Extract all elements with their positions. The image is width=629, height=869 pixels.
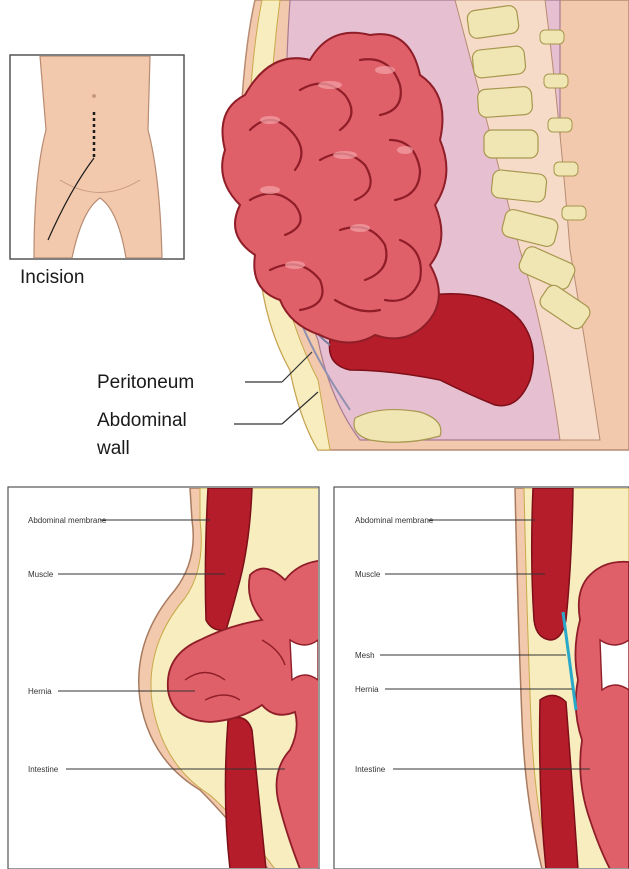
cross-section <box>222 0 629 450</box>
intestine-mass <box>222 33 446 343</box>
abdominal-wall-label: Abdominal <box>97 410 187 431</box>
label-mesh-right: Mesh <box>355 651 375 660</box>
peritoneum-label: Peritoneum <box>97 372 194 393</box>
label-hernia-right: Hernia <box>355 685 379 694</box>
panel-mesh-repair: Abdominal membrane Muscle Mesh Hernia In… <box>334 487 629 869</box>
label-muscle-right: Muscle <box>355 570 381 579</box>
abdominal-wall-label-line2: wall <box>96 438 130 459</box>
label-abdominal-membrane-left: Abdominal membrane <box>28 516 107 525</box>
incision-inset <box>10 55 184 259</box>
pubic-bone <box>354 410 441 443</box>
label-muscle-left: Muscle <box>28 570 54 579</box>
label-intestine-right: Intestine <box>355 765 386 774</box>
label-abdominal-membrane-right: Abdominal membrane <box>355 516 434 525</box>
panel-hernia: Abdominal membrane Muscle Hernia Intesti… <box>8 487 330 869</box>
incision-label: Incision <box>20 267 84 288</box>
label-hernia-left: Hernia <box>28 687 52 696</box>
label-intestine-left: Intestine <box>28 765 59 774</box>
